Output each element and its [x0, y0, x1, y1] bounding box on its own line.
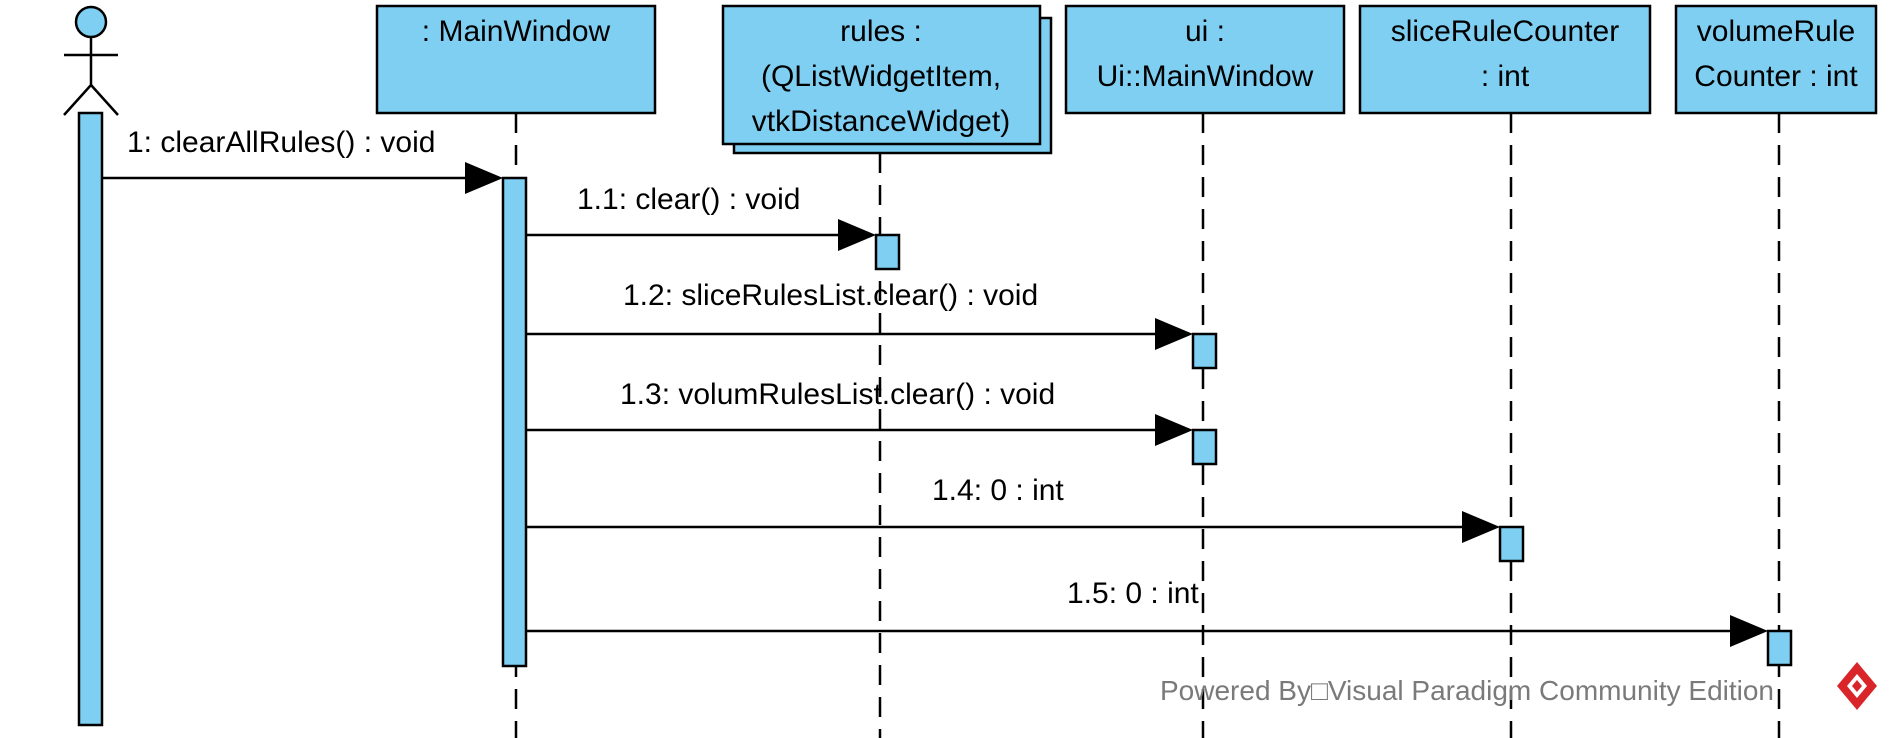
- activation-ui-2: [1191, 428, 1218, 466]
- visual-paradigm-logo-icon: [1837, 662, 1877, 710]
- lifeline-header-rules: [721, 4, 1042, 146]
- message-arrowhead-1-3: [1155, 414, 1193, 446]
- message-arrowhead-1-2: [1155, 318, 1193, 350]
- lifeline-title-slice-counter-line2: : int: [1481, 60, 1530, 93]
- lifeline-title-main-window: : MainWindow: [422, 15, 611, 48]
- lifeline-header-ui: [1064, 4, 1346, 115]
- message-arrowhead-1-4: [1462, 511, 1500, 543]
- message-arrowhead-1-5: [1730, 615, 1768, 647]
- lifeline-title-slice-counter-line1: sliceRuleCounter: [1391, 15, 1619, 48]
- activation-actor: [77, 111, 104, 727]
- message-arrowhead-1-1: [838, 219, 876, 251]
- lifeline-title-rules-line2: (QListWidgetItem,: [761, 60, 1001, 93]
- message-label-1-2: 1.2: sliceRulesList.clear() : void: [623, 279, 1038, 312]
- lifeline-title-ui-line2: Ui::MainWindow: [1097, 60, 1314, 93]
- message-label-1-1: 1.1: clear() : void: [577, 183, 800, 216]
- message-label-1-5: 1.5: 0 : int: [1067, 577, 1199, 610]
- message-label-1-4: 1.4: 0 : int: [932, 474, 1064, 507]
- lifeline-title-volume-counter-line1: volumeRule: [1697, 15, 1855, 48]
- message-arrowhead-1: [465, 162, 503, 194]
- lifeline-title-volume-counter-line2: Counter : int: [1694, 60, 1858, 93]
- actor-stick-figure-icon: [63, 5, 119, 116]
- lifeline-header-volume-counter: [1674, 4, 1878, 115]
- activation-main-window: [501, 176, 528, 668]
- lifeline-header-slice-counter: [1358, 4, 1652, 115]
- message-label-1-3: 1.3: volumRulesList.clear() : void: [620, 378, 1055, 411]
- lifeline-title-rules-line1: rules :: [840, 15, 922, 48]
- lifeline-title-ui-line1: ui :: [1185, 15, 1225, 48]
- activation-ui-1: [1191, 332, 1218, 370]
- watermark-text: Powered By□Visual Paradigm Community Edi…: [1160, 675, 1774, 706]
- lifeline-title-rules-line3: vtkDistanceWidget): [752, 105, 1010, 138]
- activation-slice-counter: [1498, 525, 1525, 563]
- activation-rules: [874, 233, 901, 271]
- lifeline-header-main-window: [375, 4, 657, 115]
- message-label-1: 1: clearAllRules() : void: [127, 126, 435, 159]
- activation-volume-counter: [1766, 629, 1793, 667]
